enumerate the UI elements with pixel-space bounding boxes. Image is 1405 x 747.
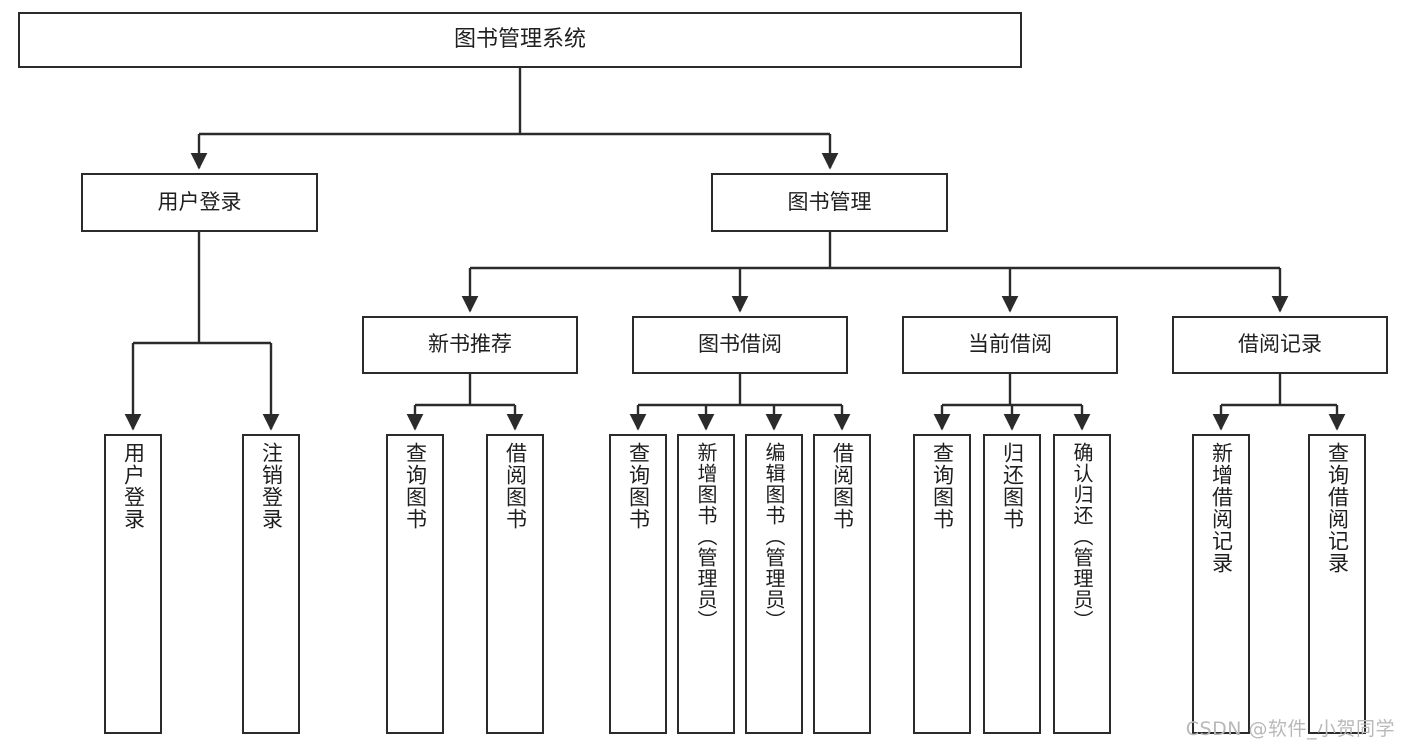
- node-leaf-user-login[interactable]: 用户登录: [104, 434, 162, 734]
- node-label: 借阅记录: [1238, 332, 1322, 357]
- node-leaf-query-borrow-record[interactable]: 查询借阅记录: [1308, 434, 1366, 734]
- node-label: 新书推荐: [428, 332, 512, 357]
- node-label: 图书借阅: [698, 332, 782, 357]
- watermark: CSDN @软件_小贺同学: [1185, 718, 1395, 740]
- node-label: 图书管理系统: [453, 26, 586, 52]
- node-label: 查询图书: [930, 442, 955, 530]
- node-label: 当前借阅: [968, 332, 1052, 357]
- node-label: 新增图书（管理员）: [694, 442, 718, 631]
- node-label: 图书管理: [787, 189, 872, 214]
- node-leaf-add-borrow-record[interactable]: 新增借阅记录: [1192, 434, 1250, 734]
- node-root-system[interactable]: 图书管理系统: [18, 12, 1022, 68]
- node-borrow-record[interactable]: 借阅记录: [1172, 316, 1388, 374]
- node-label: 确认归还（管理员）: [1070, 442, 1094, 631]
- node-current-borrow[interactable]: 当前借阅: [902, 316, 1118, 374]
- node-label: 用户登录: [121, 442, 146, 530]
- node-label: 新增借阅记录: [1209, 442, 1234, 574]
- node-leaf-return-book[interactable]: 归还图书: [983, 434, 1041, 734]
- node-leaf-query-book-1[interactable]: 查询图书: [386, 434, 444, 734]
- node-label: 查询借阅记录: [1325, 442, 1350, 574]
- node-leaf-logout-login[interactable]: 注销登录: [242, 434, 300, 734]
- node-label: 查询图书: [626, 442, 651, 530]
- node-label: 注销登录: [259, 442, 284, 530]
- node-label: 借阅图书: [830, 442, 855, 530]
- node-leaf-borrow-book-2[interactable]: 借阅图书: [813, 434, 871, 734]
- node-label: 编辑图书（管理员）: [762, 442, 786, 631]
- node-leaf-borrow-book-1[interactable]: 借阅图书: [486, 434, 544, 734]
- node-label: 查询图书: [403, 442, 428, 530]
- node-new-book-recommend[interactable]: 新书推荐: [362, 316, 578, 374]
- node-leaf-edit-book-admin[interactable]: 编辑图书（管理员）: [745, 434, 803, 734]
- node-book-borrow[interactable]: 图书借阅: [632, 316, 848, 374]
- node-leaf-query-book-3[interactable]: 查询图书: [913, 434, 971, 734]
- node-leaf-confirm-return-admin[interactable]: 确认归还（管理员）: [1053, 434, 1111, 734]
- node-label: 用户登录: [157, 189, 242, 214]
- node-user-login[interactable]: 用户登录: [81, 173, 318, 232]
- node-label: 归还图书: [1000, 442, 1025, 530]
- node-book-manage[interactable]: 图书管理: [711, 173, 948, 232]
- node-leaf-add-book-admin[interactable]: 新增图书（管理员）: [677, 434, 735, 734]
- node-leaf-query-book-2[interactable]: 查询图书: [609, 434, 667, 734]
- node-label: 借阅图书: [503, 442, 528, 530]
